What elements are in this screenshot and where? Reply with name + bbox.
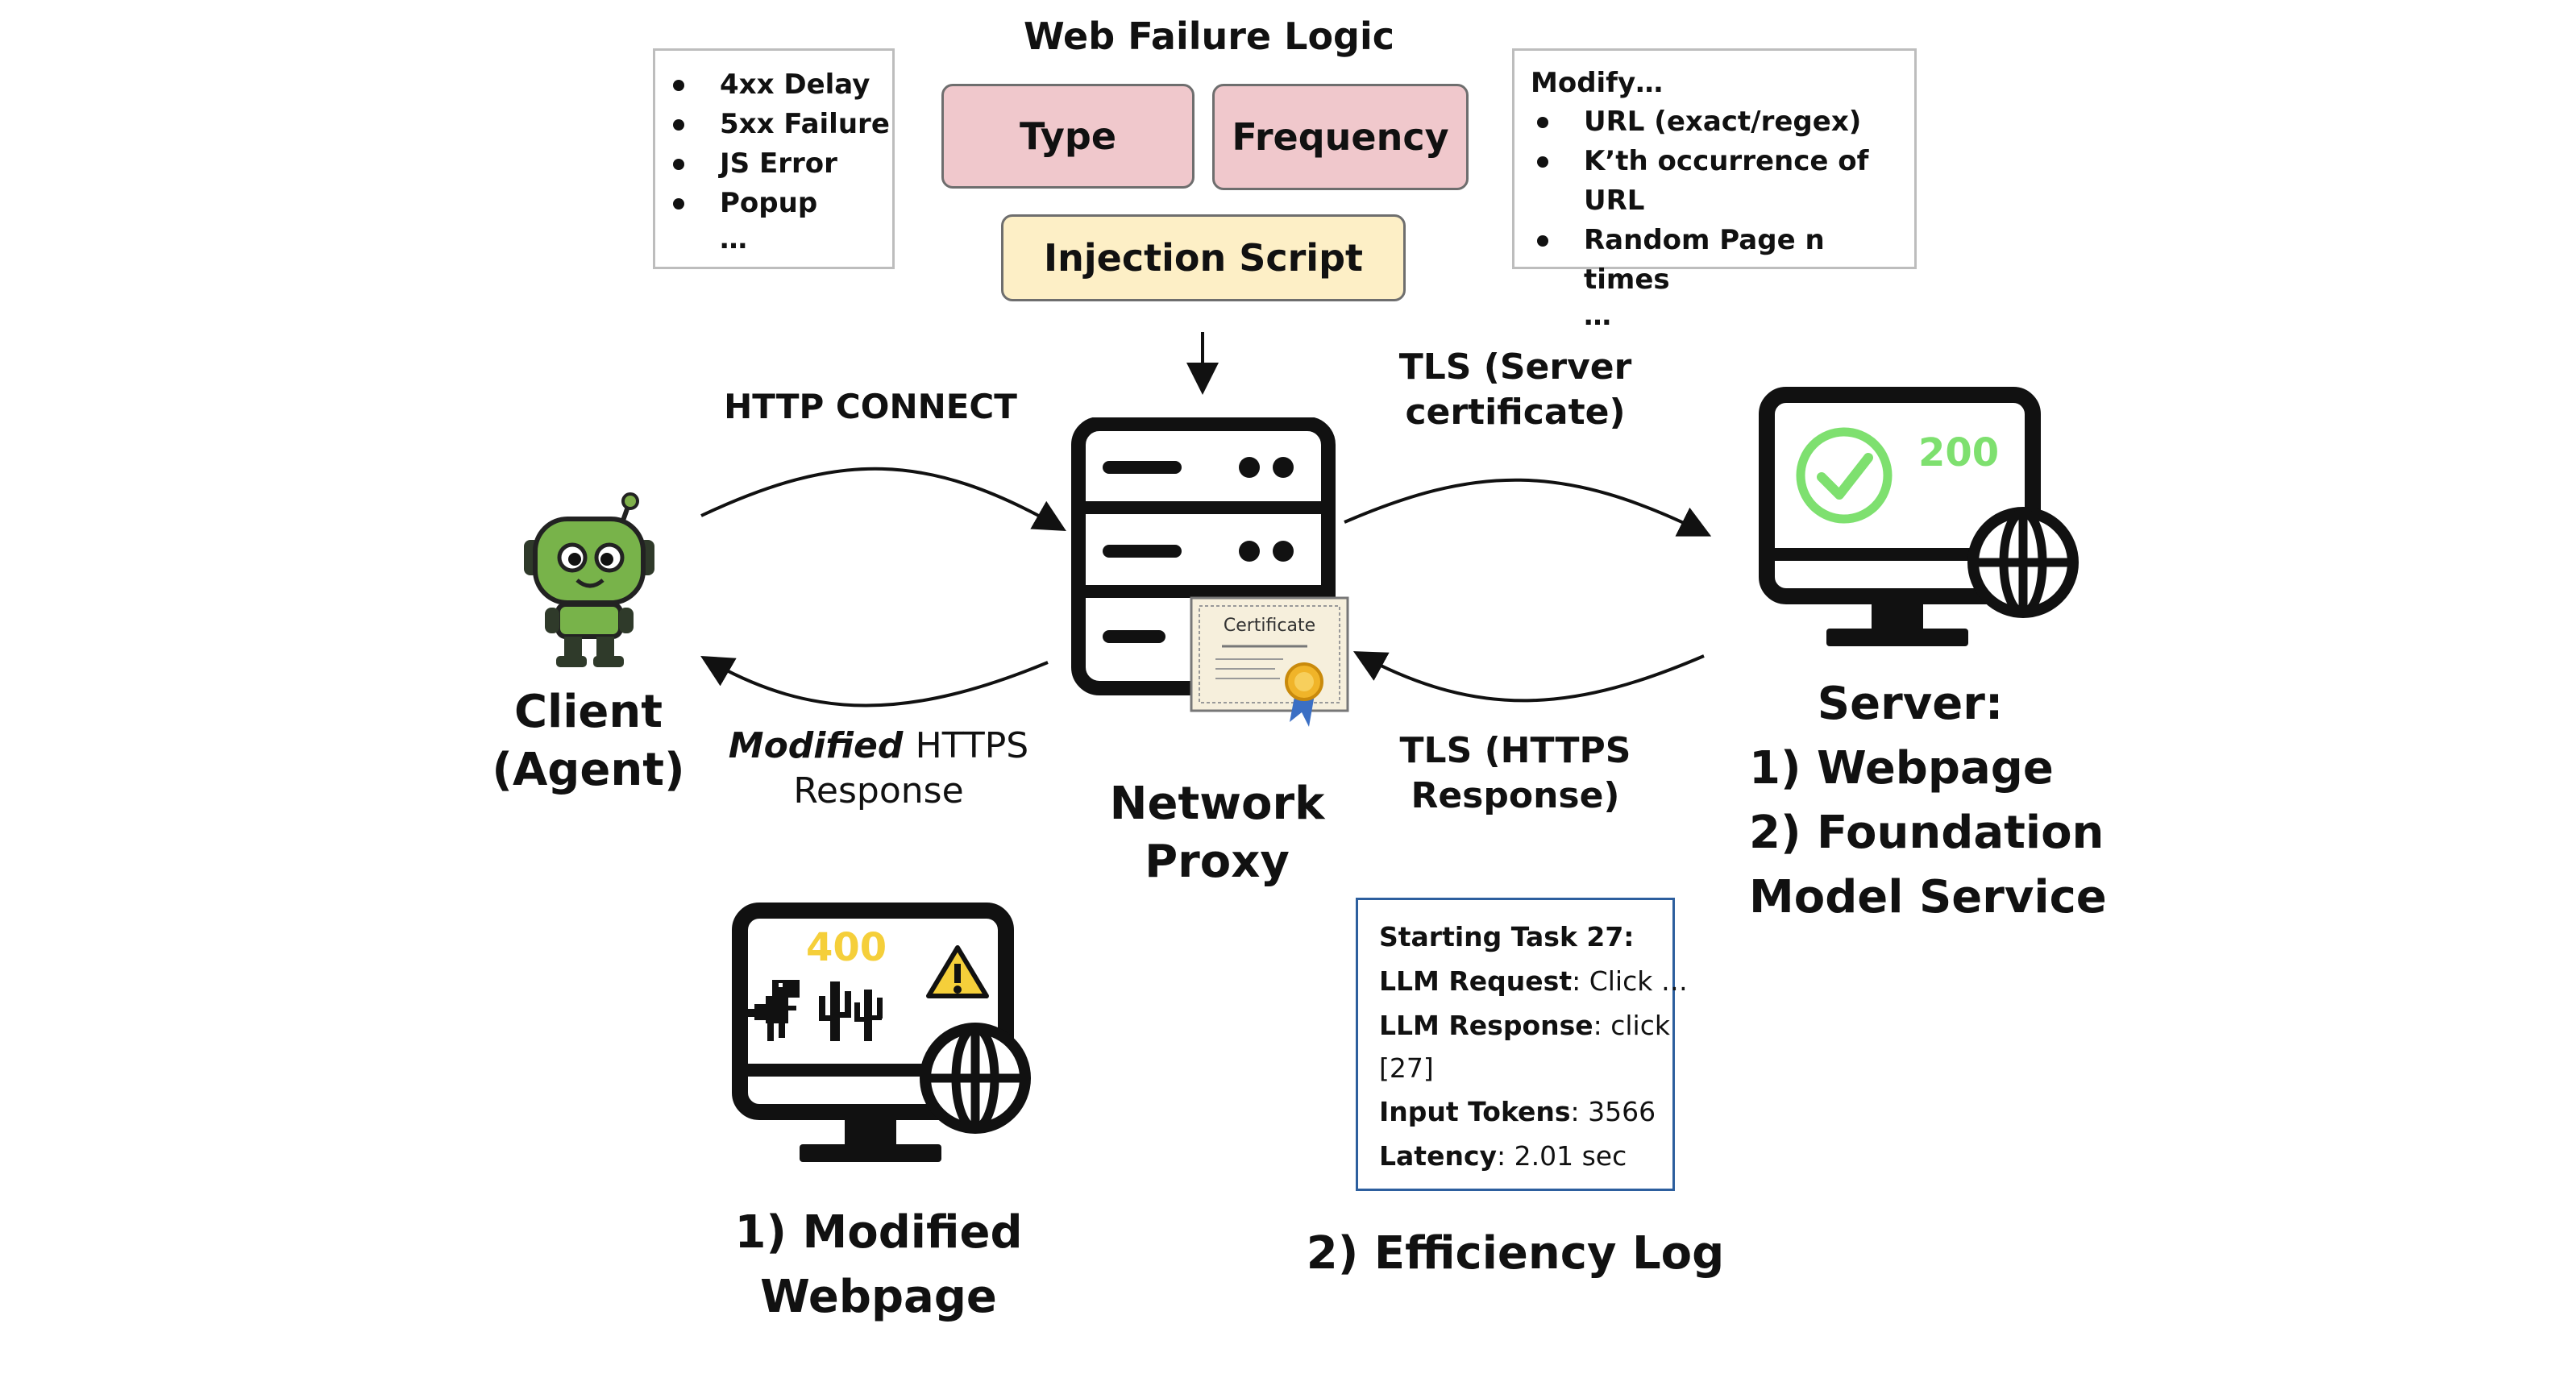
log-input-tokens: Input Tokens: 3566 bbox=[1379, 1096, 1656, 1127]
log-heading: Starting Task 27: bbox=[1379, 921, 1635, 952]
tls-cert-arrow bbox=[1344, 478, 1712, 537]
type-pill: Type bbox=[941, 84, 1195, 189]
list-item: 4xx Delay bbox=[667, 65, 892, 105]
modified-webpage-monitor-icon bbox=[732, 903, 1031, 1162]
certificate-icon bbox=[1190, 596, 1349, 727]
efficiency-log-title: 2) Efficiency Log bbox=[1306, 1227, 1725, 1280]
failure-logic-title: Web Failure Logic bbox=[1023, 15, 1395, 58]
list-item: 5xx Failure bbox=[667, 105, 892, 144]
certificate-text: Certificate bbox=[1223, 616, 1316, 636]
tls-response-arrow bbox=[1352, 651, 1705, 703]
list-item: JS Error bbox=[667, 144, 892, 184]
server-description: 1) Webpage 2) Foundation Model Service bbox=[1749, 742, 2107, 923]
list-item: Random Page n times bbox=[1531, 221, 1914, 300]
log-llm-request: LLM Request: Click … bbox=[1379, 965, 1688, 997]
list-item: URL (exact/regex) bbox=[1531, 102, 1914, 142]
modify-list: Modify… URL (exact/regex) K’th occurrenc… bbox=[1512, 48, 1917, 332]
modified-response-label: Modified HTTPS Response bbox=[728, 725, 1029, 812]
log-llm-response: LLM Response: click bbox=[1379, 1010, 1670, 1041]
list-item: Popup bbox=[667, 184, 892, 223]
modified-response-arrow bbox=[700, 655, 1049, 708]
injection-script-pill: Injection Script bbox=[1001, 214, 1406, 301]
log-llm-response-cont: [27] bbox=[1379, 1052, 1434, 1084]
client-label: Client(Agent) bbox=[492, 686, 685, 796]
efficiency-log-box: Starting Task 27: LLM Request: Click … L… bbox=[1356, 898, 1688, 1191]
robot-agent-icon bbox=[524, 492, 654, 667]
http-connect-arrow bbox=[700, 467, 1066, 531]
failure-type-list: 4xx Delay 5xx Failure JS Error Popup … bbox=[653, 48, 895, 269]
server-monitor-icon bbox=[1759, 387, 2079, 646]
list-item-more: … bbox=[1584, 300, 1611, 332]
list-item-more: … bbox=[720, 223, 747, 255]
frequency-pill: Frequency bbox=[1212, 84, 1469, 190]
server-label: Server: bbox=[1817, 678, 2004, 730]
status-code-400: 400 bbox=[806, 925, 887, 970]
http-connect-label: HTTP CONNECT bbox=[724, 387, 1017, 426]
list-item: K’th occurrence of URL bbox=[1531, 142, 1914, 221]
log-latency: Latency: 2.01 sec bbox=[1379, 1140, 1627, 1172]
status-code-200: 200 bbox=[1918, 430, 2000, 475]
modify-heading: Modify… bbox=[1531, 67, 1664, 99]
